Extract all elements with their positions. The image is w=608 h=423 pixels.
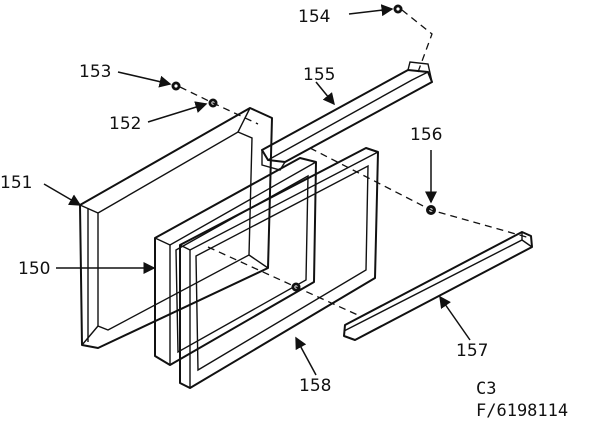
assembly-guide-lines bbox=[179, 9, 531, 317]
callout-152: 152 bbox=[109, 114, 141, 134]
callout-151: 151 bbox=[0, 173, 32, 193]
callout-150: 150 bbox=[18, 259, 50, 279]
callout-158: 158 bbox=[299, 376, 331, 396]
callout-157: 157 bbox=[456, 341, 488, 361]
callout-155: 155 bbox=[303, 65, 335, 85]
leader-lines bbox=[43, 4, 471, 376]
callout-153: 153 bbox=[79, 62, 111, 82]
screw-153 bbox=[171, 81, 181, 91]
part-155-channel bbox=[261, 61, 433, 171]
screw-154 bbox=[393, 4, 403, 14]
drawing-code-line-1: C3 bbox=[476, 379, 496, 399]
callout-154: 154 bbox=[298, 7, 330, 27]
part-158-door-panel bbox=[179, 147, 379, 389]
part-157-trim-strip bbox=[343, 231, 533, 341]
drawing-code-line-2: F/6198114 bbox=[476, 401, 568, 421]
part-151-frame bbox=[79, 107, 273, 349]
callout-156: 156 bbox=[410, 125, 442, 145]
